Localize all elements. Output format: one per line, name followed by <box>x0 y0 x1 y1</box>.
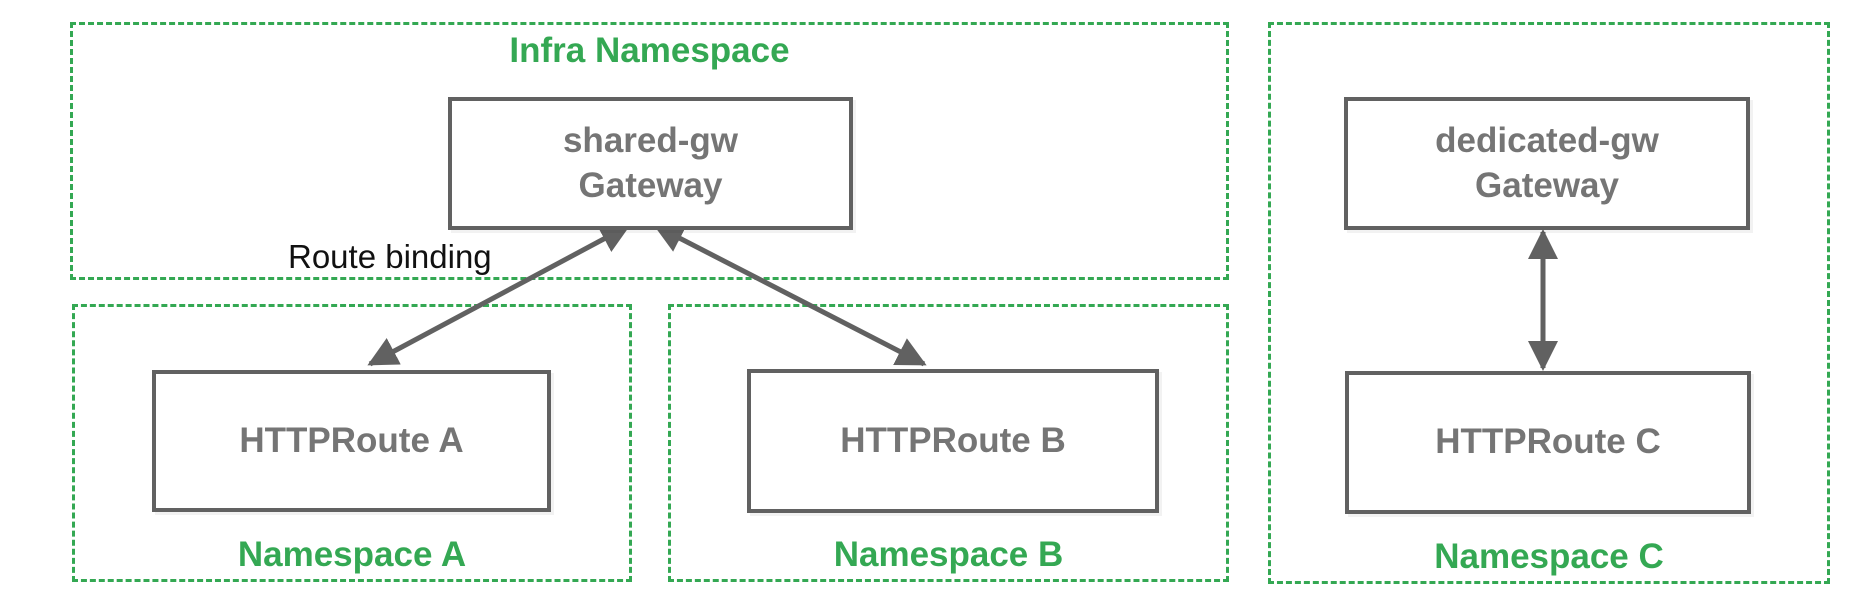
node-shared-gw-line2: Gateway <box>578 165 723 205</box>
route-binding-label: Route binding <box>288 238 492 275</box>
namespace-label-a: Namespace A <box>237 535 467 574</box>
node-httproute-c-label: HTTPRoute C <box>1435 422 1661 462</box>
namespace-box-infra: Infra Namespace <box>70 22 1229 280</box>
namespace-box-a: Namespace A <box>72 304 632 582</box>
node-httproute-a-label: HTTPRoute A <box>239 420 464 460</box>
node-httproute-a: HTTPRoute A <box>152 370 551 512</box>
node-shared-gw-gateway: shared-gw Gateway <box>448 97 853 230</box>
namespace-label-c: Namespace C <box>1434 537 1664 576</box>
node-dedicated-gw-line2: Gateway <box>1475 165 1619 205</box>
node-httproute-c: HTTPRoute C <box>1345 371 1751 514</box>
namespace-box-c: Namespace C <box>1268 22 1830 584</box>
node-shared-gw-line1: shared-gw <box>562 120 739 160</box>
node-dedicated-gw-gateway: dedicated-gw Gateway <box>1344 97 1750 230</box>
arrow-shared-gw-httproute-a <box>367 223 631 367</box>
namespace-label-b: Namespace B <box>833 535 1064 574</box>
namespace-label-infra: Infra Namespace <box>509 31 790 70</box>
node-httproute-b-label: HTTPRoute B <box>840 420 1066 460</box>
arrow-shared-gw-httproute-b <box>653 223 927 367</box>
node-dedicated-gw-line1: dedicated-gw <box>1435 120 1659 160</box>
namespace-box-b: Namespace B <box>668 304 1229 582</box>
node-httproute-b: HTTPRoute B <box>747 369 1159 513</box>
